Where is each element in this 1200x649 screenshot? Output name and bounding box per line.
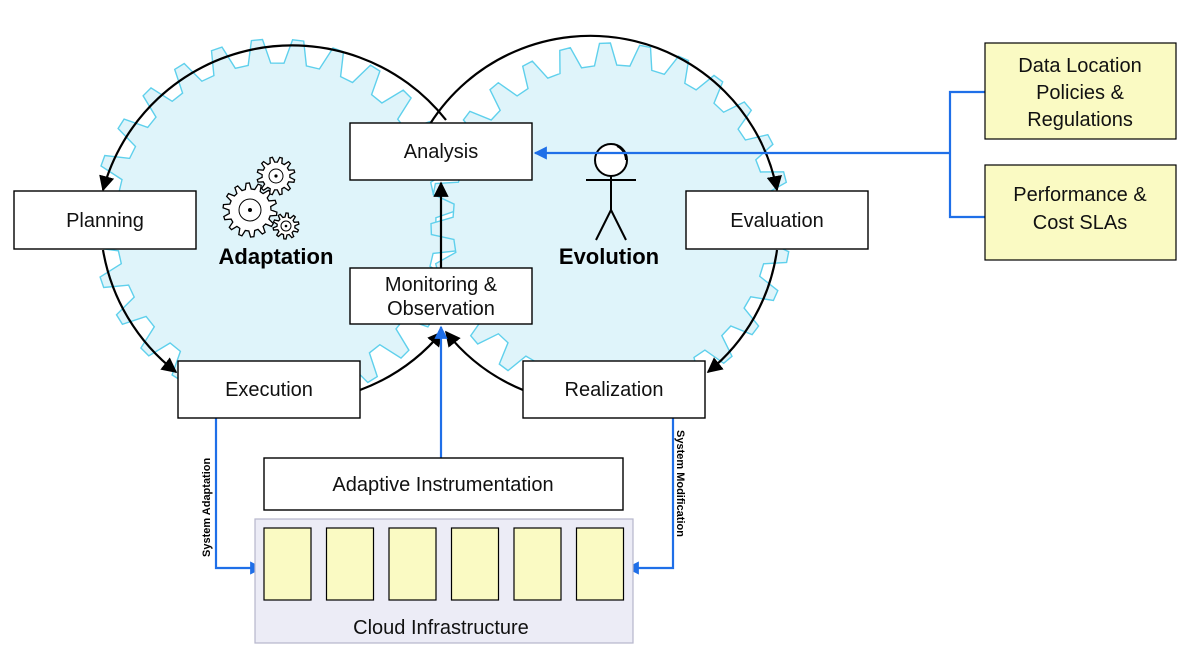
system-modification-arrow — [625, 418, 675, 575]
realization-label: Realization — [565, 379, 664, 401]
evolution-cycle-arc — [429, 34, 782, 192]
inputs-connector — [948, 90, 985, 219]
monitoring-label-line2: Observation — [387, 298, 495, 320]
adaptation-cycle-arc — [99, 44, 447, 192]
evolution-title: Evolution — [559, 244, 659, 269]
system-adaptation-label: System Adaptation — [201, 457, 213, 557]
infrastructure-node — [450, 527, 500, 601]
planning-box: Planning — [13, 190, 197, 250]
monitoring-label-line1: Monitoring & — [385, 274, 498, 296]
infrastructure-node — [325, 527, 375, 601]
data-location-box: Data Location Policies & Regulations — [984, 42, 1177, 140]
execution-label: Execution — [225, 379, 313, 401]
system-modification-label: System Modification — [674, 430, 686, 537]
system-adaptation-arrow — [214, 418, 264, 575]
adaptation-cycle-arc — [359, 330, 443, 392]
gears-icon — [222, 156, 300, 240]
monitoring-box: Monitoring & Observation — [349, 267, 533, 325]
data-location-line3: Regulations — [1027, 109, 1133, 131]
instrumentation-box: Adaptive Instrumentation — [263, 457, 624, 511]
execution-box: Execution — [177, 360, 361, 419]
planning-label: Planning — [66, 210, 144, 232]
adaptation-cycle-arc — [101, 249, 178, 373]
performance-line2: Cost SLAs — [1033, 212, 1127, 234]
data-location-line1: Data Location — [1018, 55, 1141, 77]
evaluation-box: Evaluation — [685, 190, 869, 250]
evaluation-label: Evaluation — [730, 210, 823, 232]
instrumentation-label: Adaptive Instrumentation — [332, 474, 553, 496]
infrastructure-node — [513, 527, 562, 601]
performance-box: Performance & Cost SLAs — [984, 164, 1177, 261]
infrastructure-node — [263, 527, 312, 601]
evolution-cycle-arc — [706, 249, 779, 373]
cloud-infrastructure-label: Cloud Infrastructure — [353, 617, 529, 639]
analysis-label: Analysis — [404, 141, 478, 163]
infrastructure-nodes — [263, 527, 625, 601]
adaptation-title: Adaptation — [219, 244, 334, 269]
analysis-box: Analysis — [349, 122, 533, 181]
infrastructure-node — [388, 527, 437, 601]
data-location-line2: Policies & — [1036, 82, 1124, 104]
cloud-infrastructure-panel: Cloud Infrastructure — [254, 518, 634, 644]
infrastructure-node — [575, 527, 625, 601]
performance-line1: Performance & — [1013, 184, 1147, 206]
evolution-cycle-arc — [445, 330, 524, 392]
realization-box: Realization — [522, 360, 706, 419]
